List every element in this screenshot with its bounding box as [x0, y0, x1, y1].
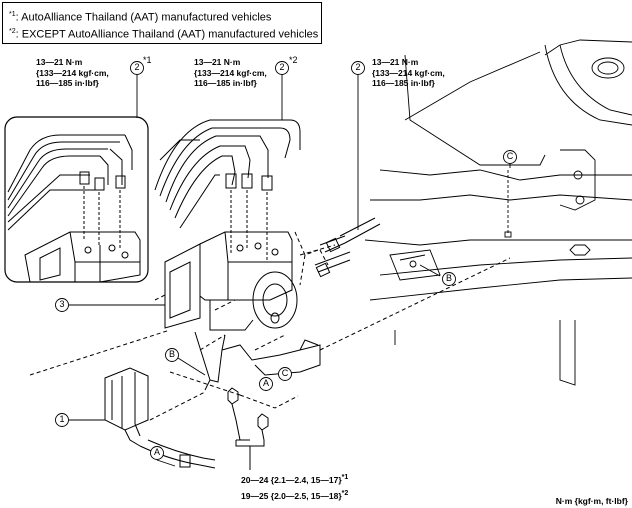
note-1: *1: AutoAlliance Thailand (AAT) manufact…	[9, 8, 321, 25]
bolt-torque-line2-text: 19—25 {2.0—2.5, 15—18}	[241, 490, 342, 501]
torque-middle-line2: {133—214 kgf·cm,	[194, 67, 267, 78]
torque-left-line1: 13—21 N·m	[36, 57, 83, 67]
hu-bracket	[194, 331, 321, 391]
note-2: *2: EXCEPT AutoAlliance Thailand (AAT) m…	[9, 25, 321, 42]
torque-middle-line1: 13—21 N·m	[194, 57, 241, 67]
callout-3	[55, 298, 69, 312]
note-2-text: : EXCEPT AutoAlliance Thailand (AAT) man…	[15, 28, 319, 41]
vehicle-body	[364, 39, 632, 386]
callout-2-right	[351, 61, 365, 75]
callout-C-body	[503, 150, 517, 164]
bolt-torque-line2: 19—25 {2.0—2.5, 15—18}*2	[241, 490, 348, 501]
callout-3-label: 3	[59, 299, 65, 309]
torque-right-line2: {133—214 kgf·cm,	[372, 67, 445, 78]
callout-1-label: 1	[59, 414, 65, 424]
callout-C-bracket	[278, 367, 292, 381]
main-brake-pipes	[154, 119, 301, 229]
callout-2-middle	[275, 61, 289, 75]
note-1-mark: *1	[9, 11, 16, 18]
callout-A-bracket	[259, 377, 273, 391]
callout-1	[55, 413, 69, 427]
mounting-bolt	[227, 387, 250, 441]
control-module	[164, 243, 201, 329]
callout-B-body	[442, 272, 456, 286]
notes-box: *1: AutoAlliance Thailand (AAT) manufact…	[2, 2, 322, 44]
note-1-text: : AutoAlliance Thailand (AAT) manufactur…	[15, 11, 272, 24]
pipe-fitting	[241, 173, 253, 189]
torque-left-line2: {133—214 kgf·cm,	[36, 67, 109, 78]
unit-note: N·m {kgf·m, ft·lbf}	[555, 496, 628, 506]
mounting-bolt	[257, 413, 269, 441]
pump-motor	[252, 271, 298, 329]
inset-fitting	[94, 177, 105, 191]
inset-brake-pipes	[7, 134, 125, 217]
bolt-torque-mark2: *2	[341, 490, 349, 497]
callout-A-harness-label: A	[153, 447, 160, 457]
inset-detail	[4, 116, 149, 283]
pipe-fitting	[261, 175, 273, 191]
torque-label-middle: 13—21 N·m {133—214 kgf·cm, 116—185 in·lb…	[194, 57, 267, 89]
callout-B-body-label: B	[445, 273, 452, 283]
bolt-torque-line1: 20—24 {2.1—2.4, 15—17}*1	[241, 474, 348, 485]
bolt-torque-mark1: *1	[341, 474, 349, 481]
callout-A-bracket-label: A	[262, 378, 269, 388]
torque-label-right: 13—21 N·m {133—214 kgf·cm, 116—185 in·lb…	[372, 57, 445, 89]
callout-C-body-label: C	[506, 151, 514, 161]
inset-fitting	[79, 171, 90, 185]
torque-middle-line3: 116—185 in·lbf}	[194, 78, 257, 88]
pipe-fitting	[225, 173, 237, 189]
torque-label-left: 13—21 N·m {133—214 kgf·cm, 116—185 in·lb…	[36, 57, 109, 89]
callout-B-bracket	[165, 348, 179, 362]
torque-right-line1: 13—21 N·m	[372, 57, 419, 67]
inset-hu-block	[24, 231, 141, 283]
callout-2-left	[130, 61, 144, 75]
callout-2-left-label: 2	[134, 62, 140, 72]
torque-right-line3: 116—185 in·lbf}	[372, 78, 435, 88]
hu-cm-unit	[164, 231, 298, 331]
callout-A-harness	[150, 446, 164, 460]
torque-left-mark: *1	[143, 55, 152, 65]
body-stud	[575, 195, 585, 205]
bolt-torque-line1-text: 20—24 {2.1—2.4, 15—17}	[241, 474, 342, 485]
note-2-mark: *2	[9, 27, 16, 35]
torque-left-line3: 116—185 in·lbf}	[36, 78, 99, 88]
callout-C-bracket-label: C	[281, 368, 289, 378]
body-stud	[573, 170, 583, 180]
callout-B-bracket-label: B	[168, 349, 175, 359]
callout-2-middle-label: 2	[279, 62, 285, 72]
hydraulic-unit	[199, 231, 293, 301]
inset-fitting	[115, 175, 126, 189]
wire-harness	[139, 439, 216, 469]
callout-2-right-label: 2	[355, 62, 361, 72]
right-pipes	[319, 217, 381, 253]
torque-middle-mark: *2	[289, 55, 298, 65]
